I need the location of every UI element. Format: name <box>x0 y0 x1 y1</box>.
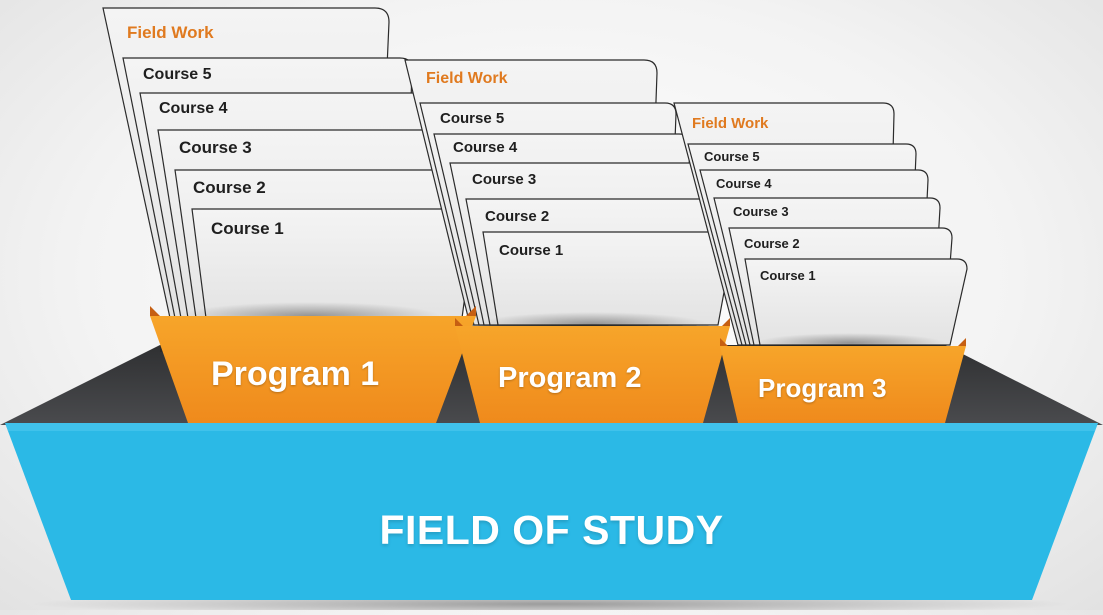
program-1-course-5-label: Course 5 <box>143 66 212 83</box>
program-3-course-2-label: Course 2 <box>744 236 800 251</box>
program-3-pocket-right-fold <box>958 338 966 346</box>
program-3-course-1-label: Course 1 <box>760 268 816 283</box>
program-2-field-work-label: Field Work <box>426 70 508 87</box>
program-3-pocket <box>720 346 966 423</box>
program-3-label: Program 3 <box>758 373 887 403</box>
program-3-field-work-label: Field Work <box>692 115 769 132</box>
program-3-course-4-label: Course 4 <box>716 176 772 191</box>
program-2-course-5-label: Course 5 <box>440 110 505 127</box>
program-2-course-1-label: Course 1 <box>499 242 564 259</box>
program-2-course-4-label: Course 4 <box>453 139 518 156</box>
program-2-course-3-label: Course 3 <box>472 171 537 188</box>
program-3-course-3-label: Course 3 <box>733 204 789 219</box>
program-2-course-2-label: Course 2 <box>485 208 550 225</box>
pockets-layer <box>150 306 966 423</box>
program-1-course-2-label: Course 2 <box>193 178 266 197</box>
program-2-pocket <box>455 326 730 423</box>
program-1-pocket-right-fold <box>466 306 476 316</box>
program-1-course-4-label: Course 4 <box>159 100 228 117</box>
field-panel <box>5 423 1098 600</box>
program-1-course-3-label: Course 3 <box>179 138 252 157</box>
program-2-pocket-left-fold <box>455 318 463 326</box>
program-1-pocket-left-fold <box>150 306 160 316</box>
program-1-course-1-label: Course 1 <box>211 219 284 238</box>
field-of-study-title: FIELD OF STUDY <box>379 507 724 553</box>
program-3-course-1-card <box>744 258 968 346</box>
program-1-field-work-label: Field Work <box>127 23 214 42</box>
program-2-pocket-right-fold <box>722 318 730 326</box>
program-3-course-5-label: Course 5 <box>704 149 760 164</box>
program-3-pocket-left-fold <box>720 338 728 346</box>
field-panel-highlight <box>5 423 1098 431</box>
program-2-label: Program 2 <box>498 362 642 394</box>
program-1-pocket <box>150 316 476 423</box>
program-1-label: Program 1 <box>211 355 380 393</box>
cards-layer <box>102 7 968 353</box>
